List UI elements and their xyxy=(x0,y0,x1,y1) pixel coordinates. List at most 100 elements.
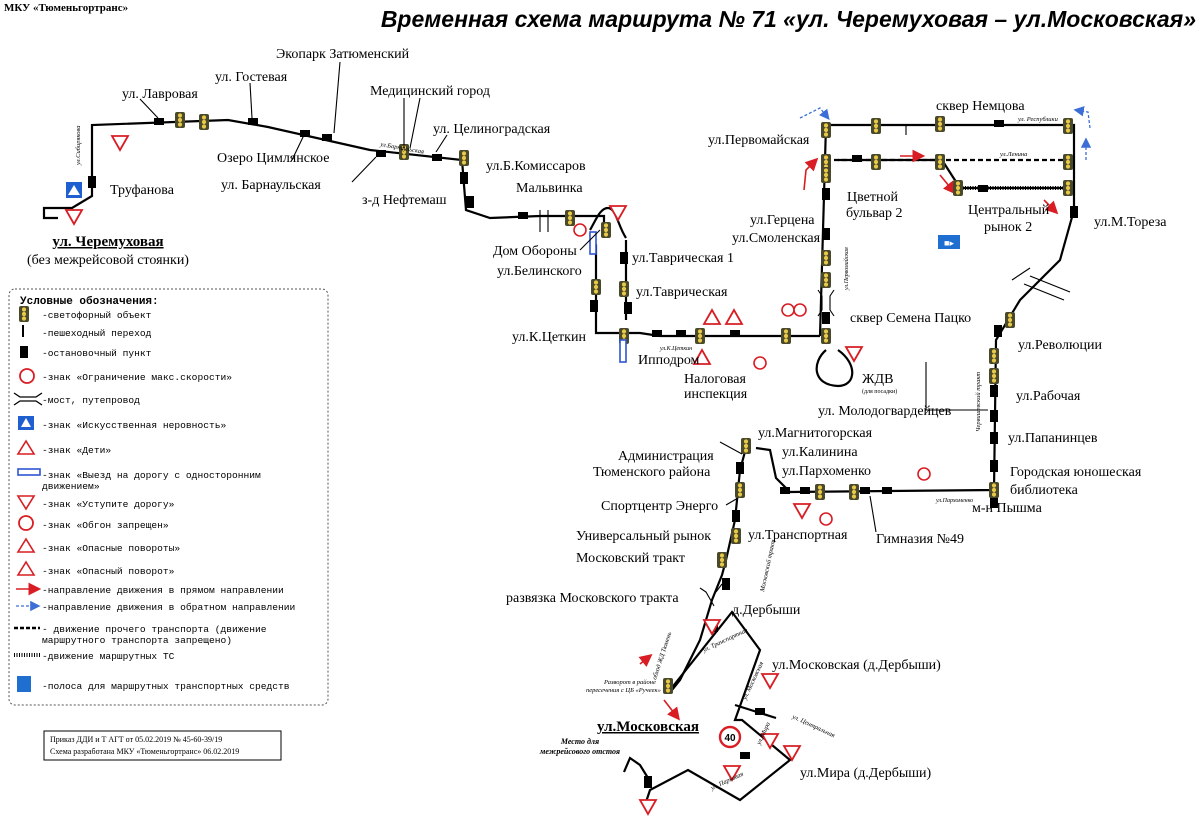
legend-items: -светофорный объект -пешеходный переход -о… xyxy=(13,306,295,692)
legend-item-label: -остановочный пункт xyxy=(42,348,152,359)
legend-item-label: -знак «Искусственная неровность» xyxy=(42,420,226,431)
dangerous-turn-sign-icon xyxy=(16,560,36,576)
stop-label: ул. Лавровая xyxy=(122,87,198,102)
road-signs: 40 ■▸ xyxy=(65,135,960,815)
stop-label: ул.М.Тореза xyxy=(1094,215,1167,230)
traffic-lights xyxy=(175,112,1073,694)
start-terminal-name: ул. Черемуховая xyxy=(52,234,163,250)
stop-note: (для посадки) xyxy=(862,388,897,395)
give-way-sign-icon xyxy=(16,495,36,511)
stop-label: ул.К.Цеткин xyxy=(512,330,586,345)
end-terminal-name: ул.Московская xyxy=(597,719,699,735)
street-label: Московский тракт xyxy=(759,539,777,594)
legend-item-label: -движение маршрутных ТС xyxy=(42,651,175,662)
stop-label: ул.Белинского xyxy=(497,264,582,279)
stop-label: Спортцентр Энерго xyxy=(601,499,718,514)
no-overtaking-sign-icon xyxy=(18,515,34,531)
speed-bump-sign-icon xyxy=(18,416,34,430)
stop-label: Озеро Цимлянское xyxy=(217,151,329,166)
stop-label: м-н Пышма xyxy=(972,501,1043,516)
legend-item-label: -направление движения в обратном направл… xyxy=(42,602,295,613)
stop-label: ул. Гостевая xyxy=(215,70,288,85)
legend-item-label: -знак «Уступите дорогу» xyxy=(42,499,175,510)
legend-item-label: -мост, путепровод xyxy=(42,395,140,406)
stop-label: ул.Рабочая xyxy=(1016,389,1081,404)
org-name: МКУ «Тюменьгортранс» xyxy=(4,2,128,14)
street-label: ул.Пархоменко xyxy=(935,498,973,504)
stop-label: ул.Пархоменко xyxy=(782,464,871,479)
stop-label: Тюменского района xyxy=(593,465,711,480)
street-label: ул. Центральная xyxy=(790,713,836,739)
stop-label: развязка Московского тракта xyxy=(506,591,679,606)
stop-label: Городская юношеская xyxy=(1010,465,1142,480)
route-line xyxy=(42,118,1076,806)
street-label: ул. Парковая xyxy=(709,771,745,793)
stop-label: бульвар 2 xyxy=(846,206,903,221)
legend-item-label: -знак «Дети» xyxy=(42,445,111,456)
order-box: Приказ ДДИ и Т АГТ от 05.02.2019 № 45-60… xyxy=(43,730,282,761)
stop-label: ул. Барнаульская xyxy=(221,178,321,193)
stop-label: ул.Революции xyxy=(1018,338,1102,353)
stop-label: Центральный xyxy=(968,203,1050,218)
order-line-2: Схема разработана МКУ «Тюменьгортранс» 0… xyxy=(50,747,239,756)
stop-label: ул.Смоленская xyxy=(732,231,821,246)
stop-label: библиотека xyxy=(1010,483,1079,498)
stop-label: Медицинский город xyxy=(370,84,490,99)
stop-label: Дом Обороны xyxy=(493,244,577,259)
stop-label: ул.Герцена xyxy=(750,213,815,228)
end-terminal-note: межрейсового отстоя xyxy=(539,747,620,756)
end-terminal-note: Место для xyxy=(560,737,599,746)
stop-label: ул.Мира (д.Дербыши) xyxy=(800,766,932,781)
stop-label: ул.Московская (д.Дербыши) xyxy=(772,658,941,673)
stop-label: Гимназия №49 xyxy=(876,532,964,547)
stop-label: ул.Транспортная xyxy=(748,528,848,543)
stop-label: ЖДВ xyxy=(862,372,893,387)
labels: ул. Лавровая ул. Гостевая Экопарк Затюме… xyxy=(27,47,1167,792)
bus-stop-icon xyxy=(20,346,28,358)
legend-item-label: -пешеходный переход xyxy=(42,328,152,339)
legend-item-label: -знак «Опасный поворот» xyxy=(42,566,175,577)
route-hatched xyxy=(960,186,1074,301)
stop-label: Цветной xyxy=(847,190,898,205)
street-label: ул.Первомайская xyxy=(843,247,850,291)
bridges xyxy=(699,267,1031,607)
stop-label: д.Дербыши xyxy=(732,603,801,618)
legend-item-label: -светофорный объект xyxy=(42,310,152,321)
children-sign-icon xyxy=(16,439,36,455)
stop-label: з-д Нефтемаш xyxy=(362,193,447,208)
legend-item-label: -знак «Опасные повороты» xyxy=(42,543,180,554)
speed-limit-sign-icon xyxy=(19,368,35,384)
stop-label: Московский тракт xyxy=(576,551,685,566)
stop-label: сквер Семена Пацко xyxy=(850,311,971,326)
stop-label: рынок 2 xyxy=(984,220,1032,235)
stop-label: Ипподром xyxy=(638,353,700,368)
stop-label: Универсальный рынок xyxy=(576,529,711,544)
street-label: Червишевский тракт xyxy=(975,372,982,432)
svg-text:■▸: ■▸ xyxy=(944,238,954,248)
stop-label: ул.Первомайская xyxy=(708,133,810,148)
leader-lines xyxy=(139,61,988,533)
forward-arrows xyxy=(638,149,1059,721)
speed-limit-value: 40 xyxy=(724,733,736,744)
bus-lane-sign-icon xyxy=(17,676,31,692)
stop-label: ул. Молодогвардейцев xyxy=(818,404,952,419)
street-label: ул. Республики xyxy=(1017,116,1059,123)
street-label: ул.К.Цеткин xyxy=(659,346,692,352)
dangerous-turns-sign-icon xyxy=(16,537,36,553)
turnaround-note: пересечения с ЦБ «Ручеек» xyxy=(586,687,661,694)
legend-item-label: -знак «Ограничение макс.скорости» xyxy=(42,372,232,383)
start-terminal-note: (без межрейсовой стоянки) xyxy=(27,253,189,268)
stop-label: ул.Калинина xyxy=(782,445,858,460)
stop-label: ул. Целиноградская xyxy=(433,122,551,137)
legend: Условные обозначения: xyxy=(8,288,329,706)
street-label: ул.Ленина xyxy=(999,151,1027,158)
stop-label: ул.Папанинцев xyxy=(1008,431,1098,446)
stop-label: Мальвинка xyxy=(516,181,583,196)
one-way-exit-sign-icon xyxy=(17,468,41,476)
stop-label: инспекция xyxy=(684,387,748,402)
legend-item-label: -знак «Обгон запрещен» xyxy=(42,520,169,531)
legend-item-label: -направление движения в прямом направлен… xyxy=(42,585,284,596)
